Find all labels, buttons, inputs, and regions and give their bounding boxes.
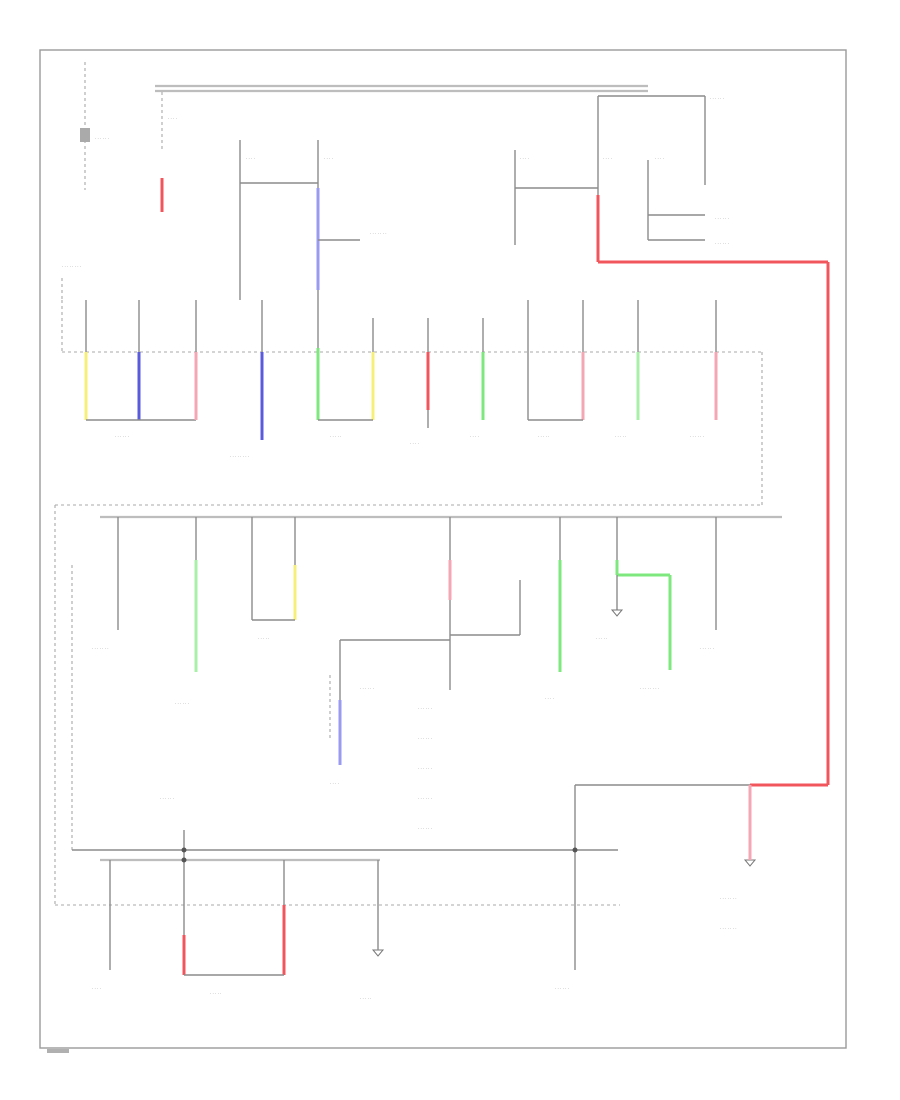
svg-text:· · · · · · ·: · · · · · · · (720, 896, 737, 901)
svg-text:· · · · ·: · · · · · (538, 434, 549, 439)
svg-text:· · · ·: · · · · (246, 156, 255, 161)
svg-text:· · · · · ·: · · · · · · (690, 434, 704, 439)
row1-components: · · · · · · · · · · · · · · · · · · · · … (115, 434, 704, 459)
svg-text:· · · · · ·: · · · · · · (418, 706, 432, 711)
page-reference-mark (47, 1049, 69, 1053)
svg-text:· · · ·: · · · · (470, 434, 479, 439)
svg-text:· · · · · · ·: · · · · · · · (720, 926, 737, 931)
svg-text:· · · · · · · ·: · · · · · · · · (62, 264, 81, 269)
svg-text:· · · · · ·: · · · · · · (175, 701, 189, 706)
svg-text:· · · · · ·: · · · · · · (715, 216, 729, 221)
bottom-section: · · · · · · · · · · · · · · · · · · · · … (55, 796, 620, 1001)
fuse-row-1: · · · · · · · · (61, 264, 763, 505)
svg-text:· · · · · ·: · · · · · · (95, 136, 109, 141)
svg-text:· · · · · ·: · · · · · · (418, 826, 432, 831)
svg-text:· · · ·: · · · · (168, 116, 177, 121)
svg-text:· · · · ·: · · · · · (615, 434, 626, 439)
top-fuse-group: · · · · · · · · · · · · · · · · · · · · … (160, 92, 830, 787)
svg-text:· · · ·: · · · · (92, 986, 101, 991)
svg-text:· · · · ·: · · · · · (596, 636, 607, 641)
svg-text:· · · · · ·: · · · · · · (715, 241, 729, 246)
svg-text:· · · · · ·: · · · · · · (418, 736, 432, 741)
row1-feeders (84, 300, 718, 440)
svg-text:· · · · ·: · · · · · (360, 996, 371, 1001)
svg-text:· · · · · ·: · · · · · · (555, 986, 569, 991)
battery-feed: · · · · · · (80, 62, 109, 190)
svg-text:· · · · · ·: · · · · · · (418, 766, 432, 771)
svg-text:· · · · · ·: · · · · · · (418, 796, 432, 801)
svg-text:· · · · · ·: · · · · · · (700, 646, 714, 651)
row2-components: · · · · · · · · · · · · · · · · · · · · … (92, 636, 714, 831)
diagram-frame (39, 49, 847, 1049)
svg-text:· · · · · · ·: · · · · · · · (370, 231, 387, 236)
ground-symbols (371, 609, 757, 957)
row2-feeders (71, 517, 717, 850)
svg-text:· · · ·: · · · · (520, 156, 529, 161)
svg-text:· · · ·: · · · · (545, 696, 554, 701)
svg-text:· · · ·: · · · · (330, 781, 339, 786)
right-feed: · · · · · · · · · · · · · · (574, 784, 752, 931)
top-bus (155, 84, 706, 185)
svg-text:· · · ·: · · · · (655, 156, 664, 161)
svg-text:· · · ·: · · · · (410, 441, 419, 446)
svg-text:· · · · ·: · · · · · (210, 991, 221, 996)
svg-text:· · · ·: · · · · (603, 156, 612, 161)
svg-text:· · · · · · ·: · · · · · · · (92, 646, 109, 651)
svg-text:· · · · ·: · · · · · (330, 434, 341, 439)
svg-text:· · · ·: · · · · (324, 156, 333, 161)
svg-text:· · · · · ·: · · · · · · (160, 796, 174, 801)
svg-text:· · · · · ·: · · · · · · (115, 434, 129, 439)
svg-text:· · · · ·: · · · · · (258, 636, 269, 641)
svg-text:· · · · · · · ·: · · · · · · · · (640, 686, 659, 691)
svg-text:· · · · · · · ·: · · · · · · · · (230, 454, 249, 459)
svg-text:· · · · · ·: · · · · · · (360, 686, 374, 691)
fuse-row-2 (54, 504, 782, 905)
svg-text:· · · · · ·: · · · · · · (710, 96, 724, 101)
